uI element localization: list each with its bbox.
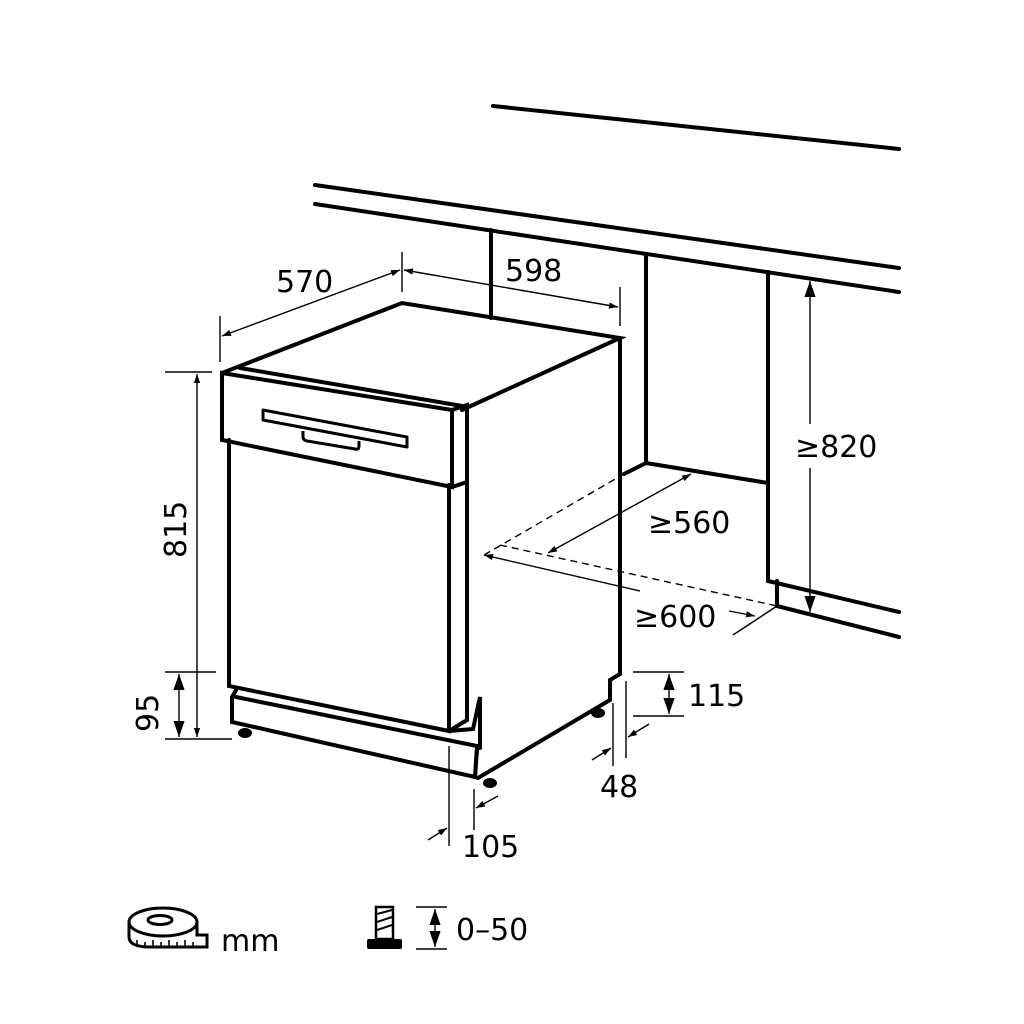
control-panel-side	[450, 402, 469, 489]
legend: mm 0–50	[127, 905, 528, 959]
width-label: 598	[505, 254, 562, 289]
worktop-bottom-edge	[313, 202, 901, 294]
handle-bar	[261, 408, 409, 449]
rear-step-label: 115	[688, 679, 745, 714]
worktop-top-edge	[313, 183, 901, 270]
tape-measure-icon	[127, 906, 209, 949]
door-side	[447, 480, 469, 733]
niche-walls	[489, 228, 901, 639]
niche-height-label: ≥820	[795, 430, 877, 465]
dim-height-815: 815	[159, 371, 232, 740]
foot-range-dimension	[416, 906, 447, 950]
depth-label: 570	[276, 265, 333, 300]
rear-right-foot	[591, 708, 605, 718]
adjustable-foot-icon	[367, 905, 402, 949]
door-front	[227, 438, 451, 734]
side-cabinet-plinth-bottom	[775, 604, 901, 639]
front-left-foot	[238, 728, 252, 738]
dishwasher-top	[220, 300, 627, 412]
niche-floor-outline	[483, 473, 778, 607]
foot-range-label: 0–50	[456, 913, 528, 948]
wall-cabinet-edge	[491, 104, 901, 151]
dim-depth-570: 570	[219, 252, 403, 362]
unit-label: mm	[221, 924, 279, 959]
dim-niche-depth-560: ≥560	[547, 473, 730, 554]
dim-recess-105: 105	[427, 746, 519, 865]
niche-floor-left-edge	[622, 461, 648, 476]
niche-depth-label: ≥560	[648, 506, 730, 541]
kitchen-worktop	[313, 104, 901, 294]
niche-width-label: ≥600	[634, 600, 716, 635]
dim-rear-offset-48: 48	[591, 681, 650, 805]
plinth-recess-label: 105	[462, 830, 519, 865]
side-cabinet-plinth-top	[766, 579, 901, 614]
front-right-foot	[483, 778, 497, 788]
dim-rear-step-115: 115	[633, 671, 745, 717]
control-panel	[220, 370, 454, 490]
height-label: 815	[159, 501, 194, 558]
plinth-height-label: 95	[131, 694, 166, 732]
dim-plinth-95: 95	[131, 671, 216, 737]
dim-width-598: 598	[403, 254, 621, 326]
rear-offset-label: 48	[600, 770, 638, 805]
dim-niche-width-600: ≥600	[483, 553, 778, 636]
plinth	[230, 688, 480, 780]
niche-floor-back-edge	[644, 461, 770, 485]
dim-niche-height-820: ≥820	[795, 281, 877, 612]
handle-grip	[301, 431, 361, 451]
